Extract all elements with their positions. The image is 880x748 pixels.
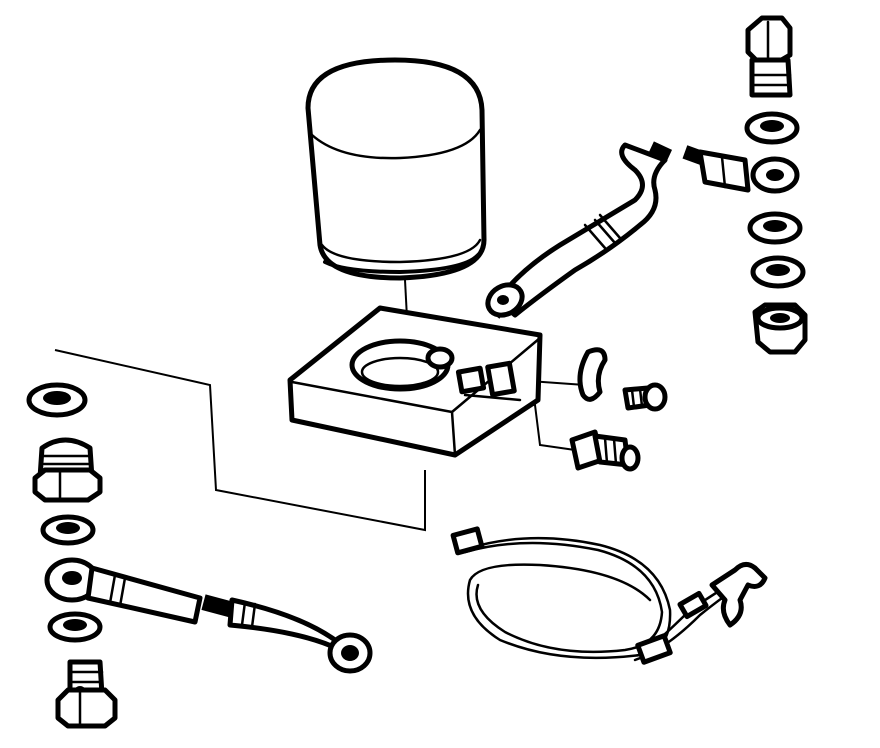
banjo-fitting-upper [682, 145, 800, 194]
washer-right-3 [750, 255, 806, 289]
filter-adapter-block [287, 305, 543, 458]
adapter-port [425, 346, 455, 370]
washer-left-bottom [47, 611, 103, 643]
mounting-clip [577, 347, 608, 402]
banjo-bolt-bottom [55, 659, 118, 729]
banjo-bolt-top [745, 15, 793, 98]
clip-screw [622, 382, 668, 412]
washer-right-1 [744, 111, 800, 145]
connector-top-left [450, 526, 485, 556]
oil-filter-cartridge [305, 57, 487, 281]
washer-left-top [26, 382, 88, 418]
connector-sleeve [677, 590, 709, 620]
washer-left-middle [40, 514, 96, 546]
connector-bottom [635, 633, 673, 665]
oil-hose-lower [44, 557, 373, 674]
threaded-adapter [32, 437, 103, 503]
oil-hose-upper [485, 141, 673, 318]
connector-spade [709, 562, 768, 628]
washer-right-2 [747, 211, 803, 245]
union-nut [752, 302, 808, 355]
leader-line-left [54, 349, 426, 532]
oil-pressure-switch [569, 429, 641, 472]
sealing-washers-right [744, 111, 806, 289]
wiring-harness [450, 526, 768, 665]
